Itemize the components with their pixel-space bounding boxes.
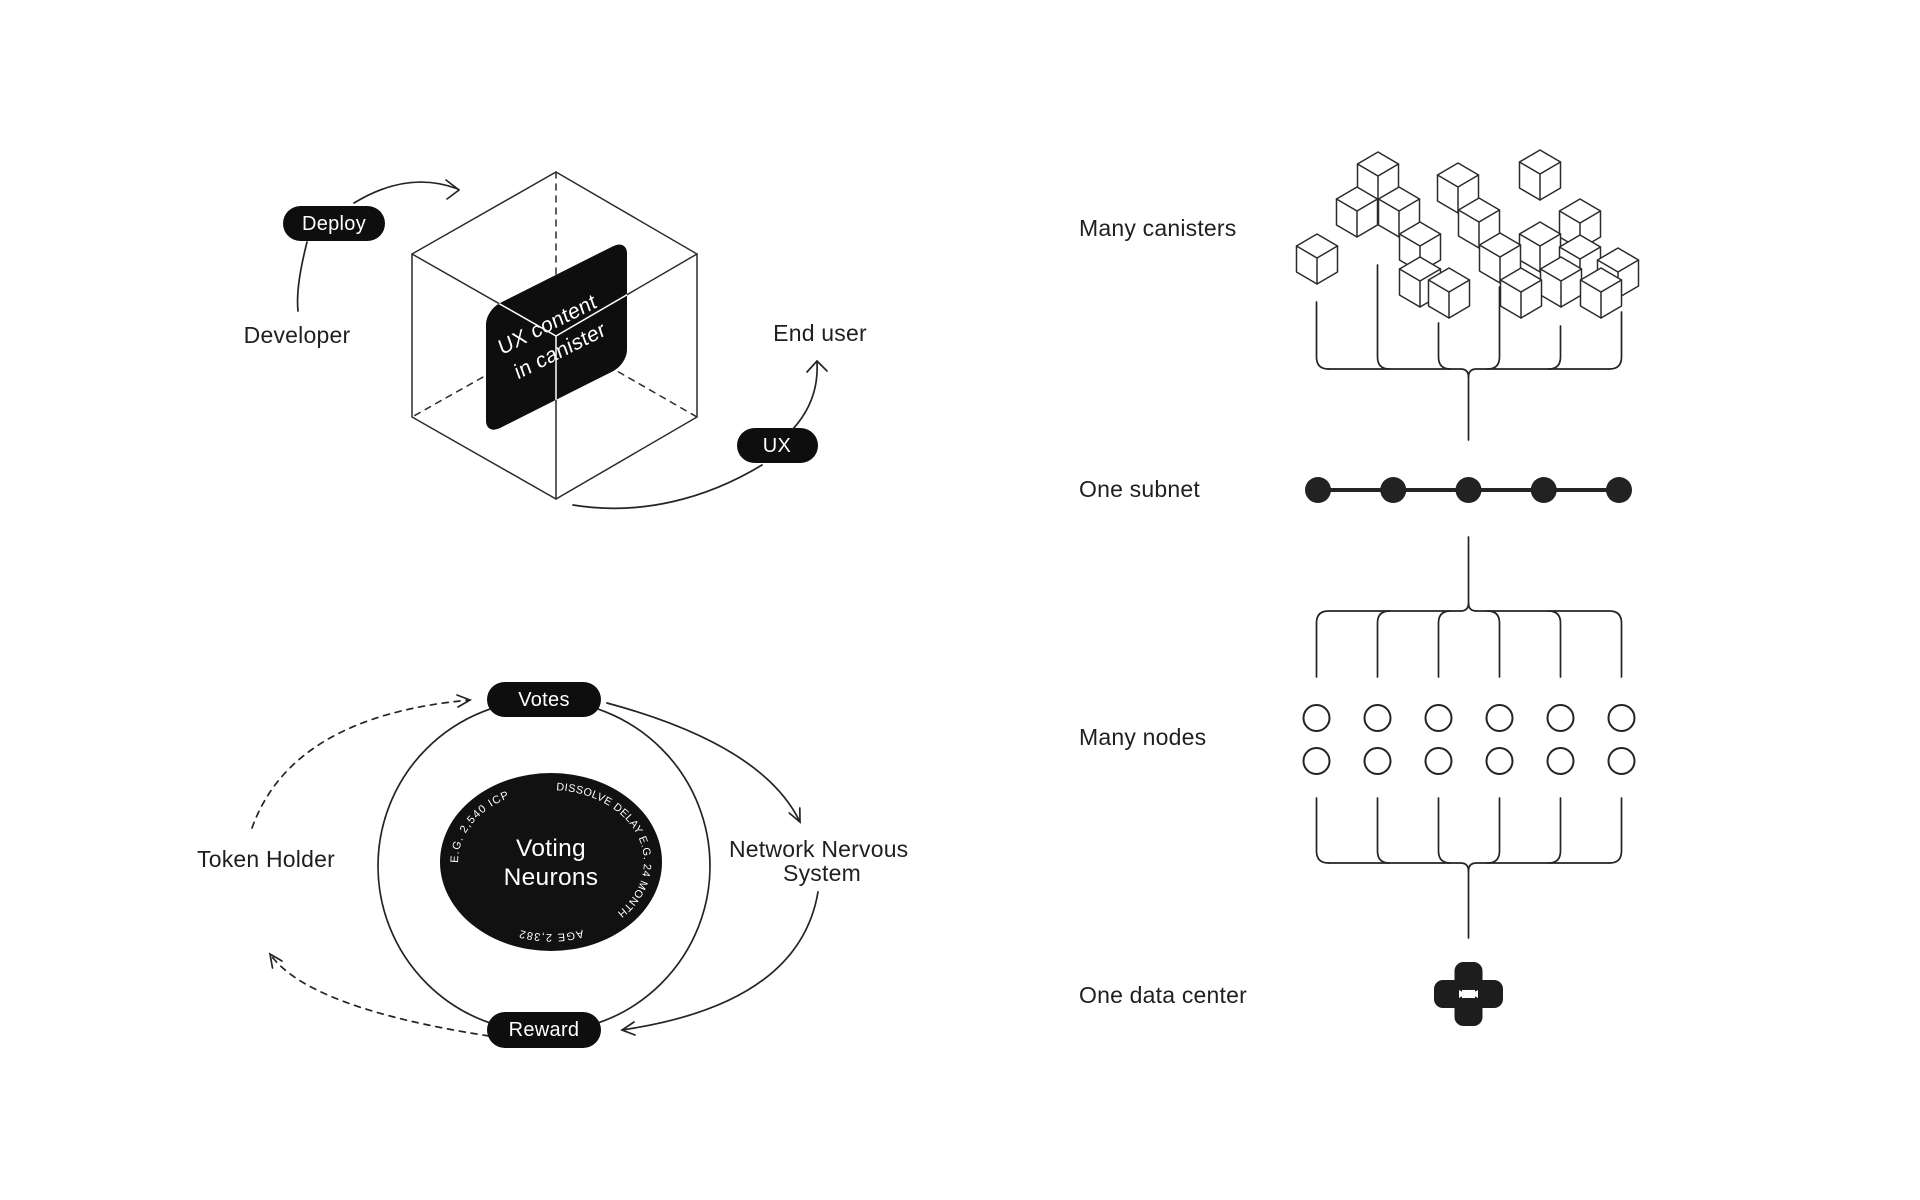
node-circles-icon (1302, 704, 1636, 775)
cube-to-ux-arc (572, 464, 763, 510)
votes-arrowhead-icon (456, 694, 472, 708)
nns-cycle-diagram: E.G. 2,540 ICP DISSOLVE DELAY E.G. 24 MO… (197, 682, 915, 1048)
voting-neurons-ellipse: E.G. 2,540 ICP DISSOLVE DELAY E.G. 24 MO… (440, 773, 662, 951)
deploy-flow-diagram: UX content in canister Deploy Developer … (244, 171, 867, 510)
token-holder-label: Token Holder (197, 846, 335, 872)
svg-text:Deploy: Deploy (302, 213, 366, 235)
end-user-label: End user (773, 320, 867, 346)
subnet-chain-icon (1305, 477, 1632, 503)
developer-label: Developer (244, 322, 351, 348)
reward-pill: Reward (487, 1012, 601, 1048)
reward-to-tokenholder-arc (269, 953, 490, 1037)
nns-to-reward-arc (621, 891, 819, 1031)
reward-arrowhead-icon (620, 1021, 636, 1036)
tokenholder-arrowhead-icon (268, 952, 283, 969)
nns-label: Network Nervous System (729, 836, 915, 886)
svg-text:Votes: Votes (518, 689, 570, 711)
hierarchy-label-many-canisters: Many canisters (1079, 215, 1236, 241)
svg-text:Neurons: Neurons (504, 864, 599, 891)
deploy-pill: Deploy (283, 206, 385, 241)
subnet-to-nodes-connector (1315, 536, 1623, 678)
votes-to-nns-arc (606, 702, 801, 823)
developer-connector (296, 241, 308, 312)
icp-hierarchy-diagram: Many canisters One subnet Many nodes One… (1079, 149, 1640, 1026)
nns-arrowhead-icon (788, 807, 801, 824)
nodes-to-datacenter-connector (1315, 797, 1623, 939)
ux-pill: UX (737, 428, 818, 463)
hierarchy-label-one-data-center: One data center (1079, 982, 1247, 1008)
deploy-arrowhead-icon (445, 179, 461, 200)
enduser-arrowhead-icon (806, 359, 828, 373)
tokenholder-to-votes-arc (251, 699, 471, 829)
canisters-to-subnet-connector (1315, 264, 1623, 441)
canister-cube-wireframe: UX content in canister (411, 171, 698, 500)
svg-text:Voting: Voting (516, 835, 586, 862)
svg-text:Reward: Reward (509, 1019, 580, 1041)
votes-pill: Votes (487, 682, 601, 717)
data-center-cluster-icon (1434, 962, 1503, 1026)
deploy-arrow (353, 181, 459, 204)
svg-text:UX: UX (763, 435, 791, 457)
hierarchy-label-many-nodes: Many nodes (1079, 724, 1206, 750)
canister-cubes-icon (1295, 149, 1640, 319)
svg-text:AGE 2,382: AGE 2,382 (517, 927, 584, 943)
hierarchy-label-one-subnet: One subnet (1079, 476, 1200, 502)
ux-to-enduser-arrow (792, 362, 818, 430)
